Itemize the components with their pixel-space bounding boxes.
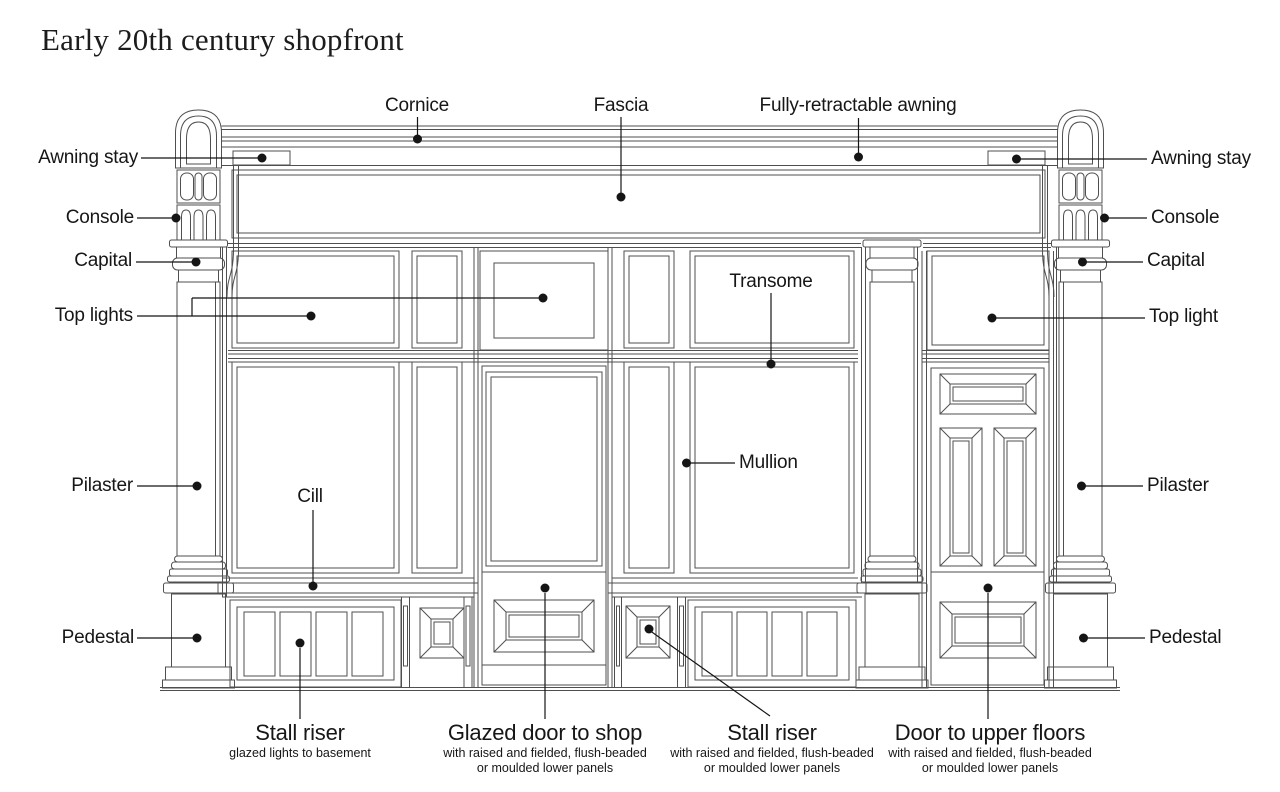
label-capital-right: Capital	[1147, 250, 1205, 271]
callout-subtitle: or moulded lower panels	[921, 761, 1059, 775]
label-pedestal-right: Pedestal	[1149, 627, 1222, 648]
callout-subtitle: or moulded lower panels	[476, 761, 614, 775]
label-pedestal-left: Pedestal	[61, 627, 135, 648]
callout-stall-riser-right: Stall riser with raised and fielded, flu…	[670, 720, 874, 776]
label-console-left: Console	[65, 207, 135, 228]
callout-stall-riser-left: Stall riser glazed lights to basement	[229, 720, 371, 761]
diagram-title: Early 20th century shopfront	[41, 22, 404, 57]
label-cornice: Cornice	[384, 95, 450, 116]
callout-title: Door to upper floors	[894, 720, 1086, 745]
label-awning-stay-left: Awning stay	[38, 147, 138, 168]
label-capital-left: Capital	[74, 250, 132, 271]
label-mullion: Mullion	[739, 452, 798, 473]
callout-title: Stall riser	[727, 720, 817, 745]
callout-subtitle: with raised and fielded, flush-beaded	[670, 746, 874, 760]
callout-glazed-door: Glazed door to shop with raised and fiel…	[443, 720, 647, 776]
label-transome: Transome	[729, 271, 813, 292]
label-pilaster-left: Pilaster	[71, 475, 133, 496]
facade-linework	[160, 109, 1120, 691]
label-pilaster-right: Pilaster	[1147, 475, 1209, 496]
label-fascia: Fascia	[593, 95, 649, 116]
callout-subtitle: or moulded lower panels	[703, 761, 841, 775]
label-top-lights: Top lights	[54, 305, 133, 326]
callout-subtitle: glazed lights to basement	[229, 746, 371, 760]
callout-subtitle: with raised and fielded, flush-beaded	[888, 746, 1092, 760]
label-top-light: Top light	[1149, 306, 1218, 327]
callout-door-upper: Door to upper floors with raised and fie…	[888, 720, 1092, 776]
leader-lines	[136, 117, 1147, 719]
callout-subtitle: with raised and fielded, flush-beaded	[443, 746, 647, 760]
callout-dots	[171, 134, 1109, 648]
callout-title: Stall riser	[255, 720, 345, 745]
label-cill: Cill	[297, 486, 323, 507]
label-console-right: Console	[1151, 207, 1220, 228]
label-awning: Fully-retractable awning	[759, 95, 957, 116]
callout-title: Glazed door to shop	[447, 720, 643, 745]
label-awning-stay-right: Awning stay	[1151, 148, 1251, 169]
